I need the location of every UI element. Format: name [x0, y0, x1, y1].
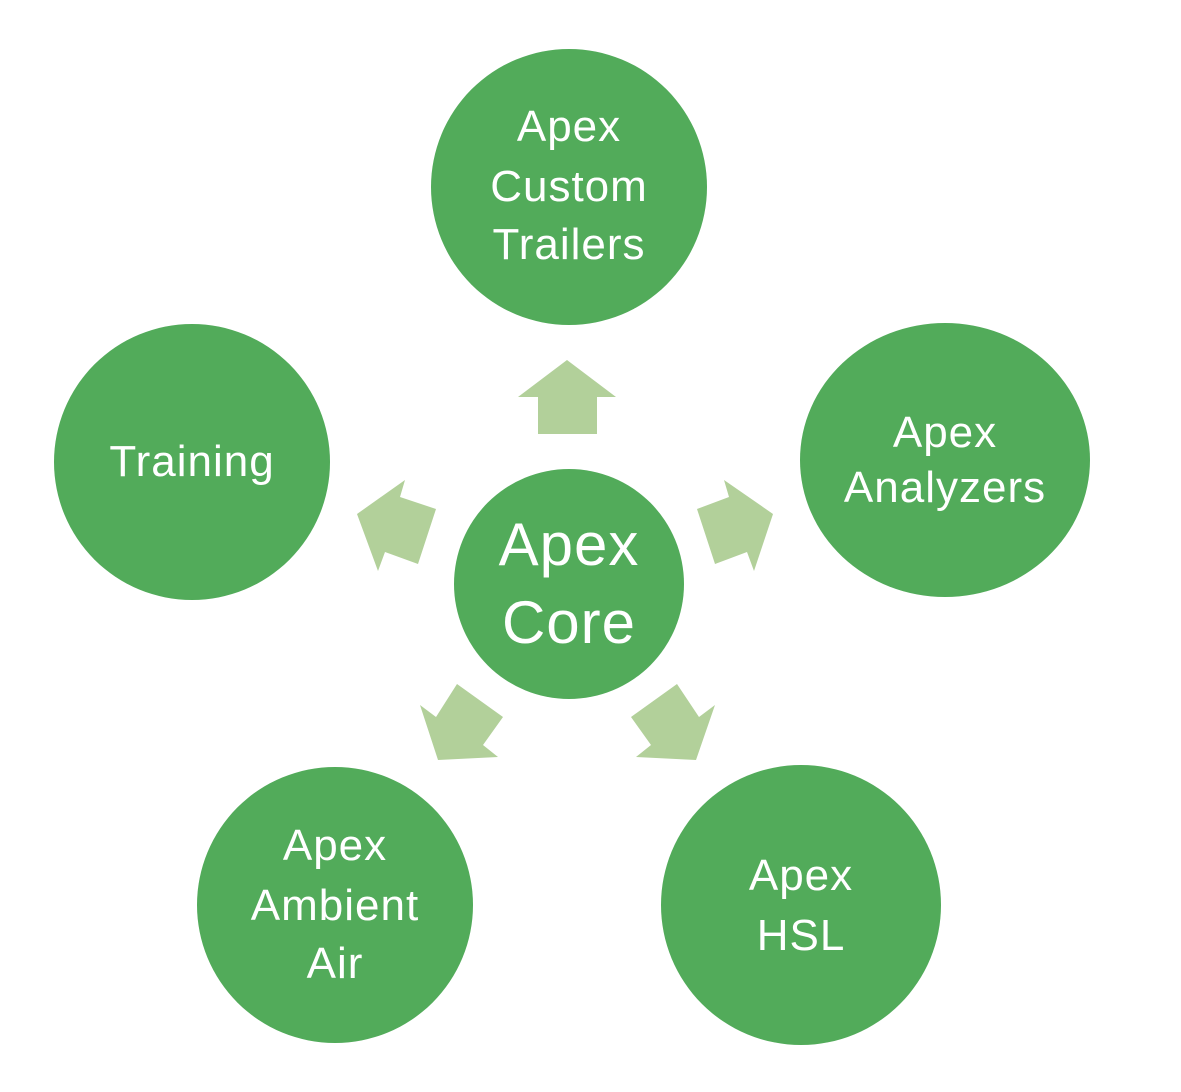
node-label-line: Apex [499, 511, 640, 578]
node-label-line: Apex [749, 851, 853, 900]
arrow-to-hsl [631, 684, 715, 760]
node-apex-hsl: Apex HSL [661, 765, 941, 1045]
node-training: Training [54, 324, 330, 600]
node-label-line: Training [109, 437, 274, 486]
node-label-line: Apex [517, 102, 621, 151]
node-label-line: Apex [283, 821, 387, 870]
node-apex-analyzers: Apex Analyzers [800, 323, 1090, 597]
node-apex-custom-trailers: Apex Custom Trailers [431, 49, 707, 325]
arrow-to-ambient-air [420, 684, 503, 760]
node-apex-core: Apex Core [454, 469, 684, 699]
node-label-line: Ambient [251, 881, 419, 930]
node-label-line: HSL [757, 911, 846, 960]
node-label-line: Core [502, 589, 636, 656]
arrow-to-training [357, 480, 436, 571]
arrow-to-custom-trailers [518, 360, 616, 434]
node-label-line: Custom [490, 162, 648, 211]
arrow-to-analyzers [697, 480, 773, 571]
node-apex-ambient-air: Apex Ambient Air [197, 767, 473, 1043]
node-label-line: Air [307, 939, 364, 988]
node-label-line: Analyzers [844, 463, 1046, 512]
node-label-line: Trailers [492, 220, 645, 269]
node-label-line: Apex [893, 408, 997, 457]
